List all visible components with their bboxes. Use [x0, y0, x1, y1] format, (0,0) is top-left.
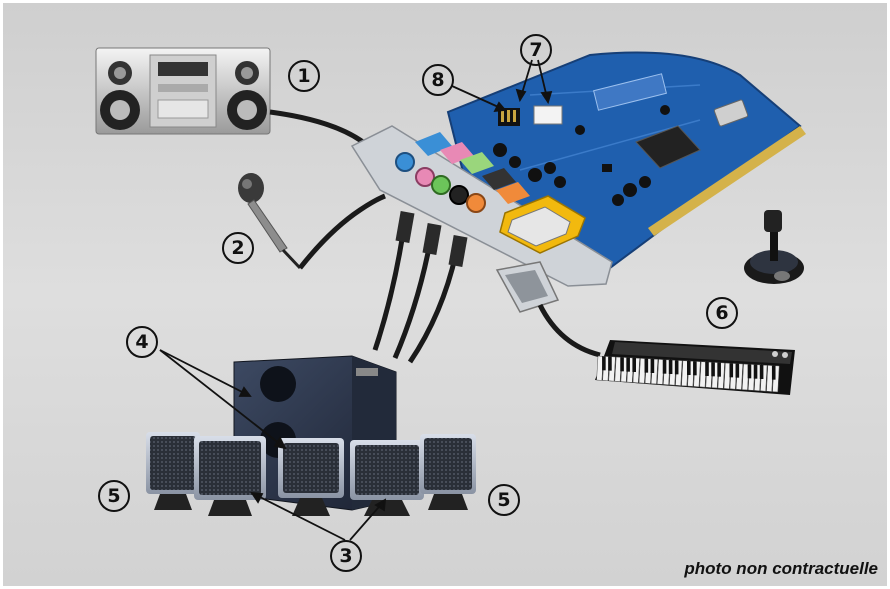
callout-8: 8 [422, 64, 454, 96]
black-key [650, 359, 655, 373]
black-key [602, 356, 606, 371]
midi-keyboard-icon [595, 340, 795, 395]
callout-2: 2 [222, 232, 254, 264]
callout-1: 1 [288, 60, 320, 92]
black-key [711, 362, 715, 377]
black-key [662, 359, 667, 374]
white-key [657, 359, 665, 385]
satellite-speaker-icon [194, 436, 266, 516]
speaker-cables [372, 211, 468, 364]
black-key [674, 360, 679, 375]
satellite-speaker-icon [146, 432, 200, 510]
black-key [717, 362, 721, 377]
black-key [644, 358, 649, 373]
white-key [699, 361, 707, 388]
black-key [608, 356, 612, 371]
black-key [620, 357, 624, 372]
midi-plug-icon [495, 261, 560, 313]
black-key [753, 364, 758, 379]
center-speaker-icon [278, 438, 344, 516]
black-key [729, 363, 734, 378]
callout-7: 7 [520, 34, 552, 66]
stereo-system-icon [95, 47, 271, 135]
joystick-icon [744, 210, 804, 284]
callout-6: 6 [706, 297, 738, 329]
leader-lines [159, 59, 553, 541]
callout-4: 4 [126, 326, 158, 358]
black-key [632, 358, 636, 372]
keyboard-cable [537, 303, 601, 358]
callout-5-right: 5 [488, 484, 520, 516]
callout-3: 3 [330, 540, 362, 572]
black-key [759, 365, 764, 379]
microphone-icon [238, 173, 302, 270]
white-key [681, 360, 689, 387]
microphone-cable [298, 193, 386, 270]
white-key [741, 363, 750, 391]
black-key [771, 365, 776, 380]
white-key [614, 356, 622, 382]
photo-caption: photo non contractuelle [684, 559, 878, 578]
black-key [693, 361, 697, 376]
black-key [668, 360, 673, 374]
sound-card-icon [350, 51, 806, 287]
callout-5-left: 5 [98, 480, 130, 512]
black-key [626, 357, 630, 372]
white-key [638, 358, 646, 384]
white-key [723, 362, 731, 390]
black-key [735, 363, 740, 378]
white-key [596, 355, 604, 381]
black-key [747, 364, 752, 379]
black-key [705, 362, 709, 376]
white-key [766, 365, 774, 392]
black-key [687, 361, 691, 375]
satellite-speaker-icon [420, 434, 476, 510]
